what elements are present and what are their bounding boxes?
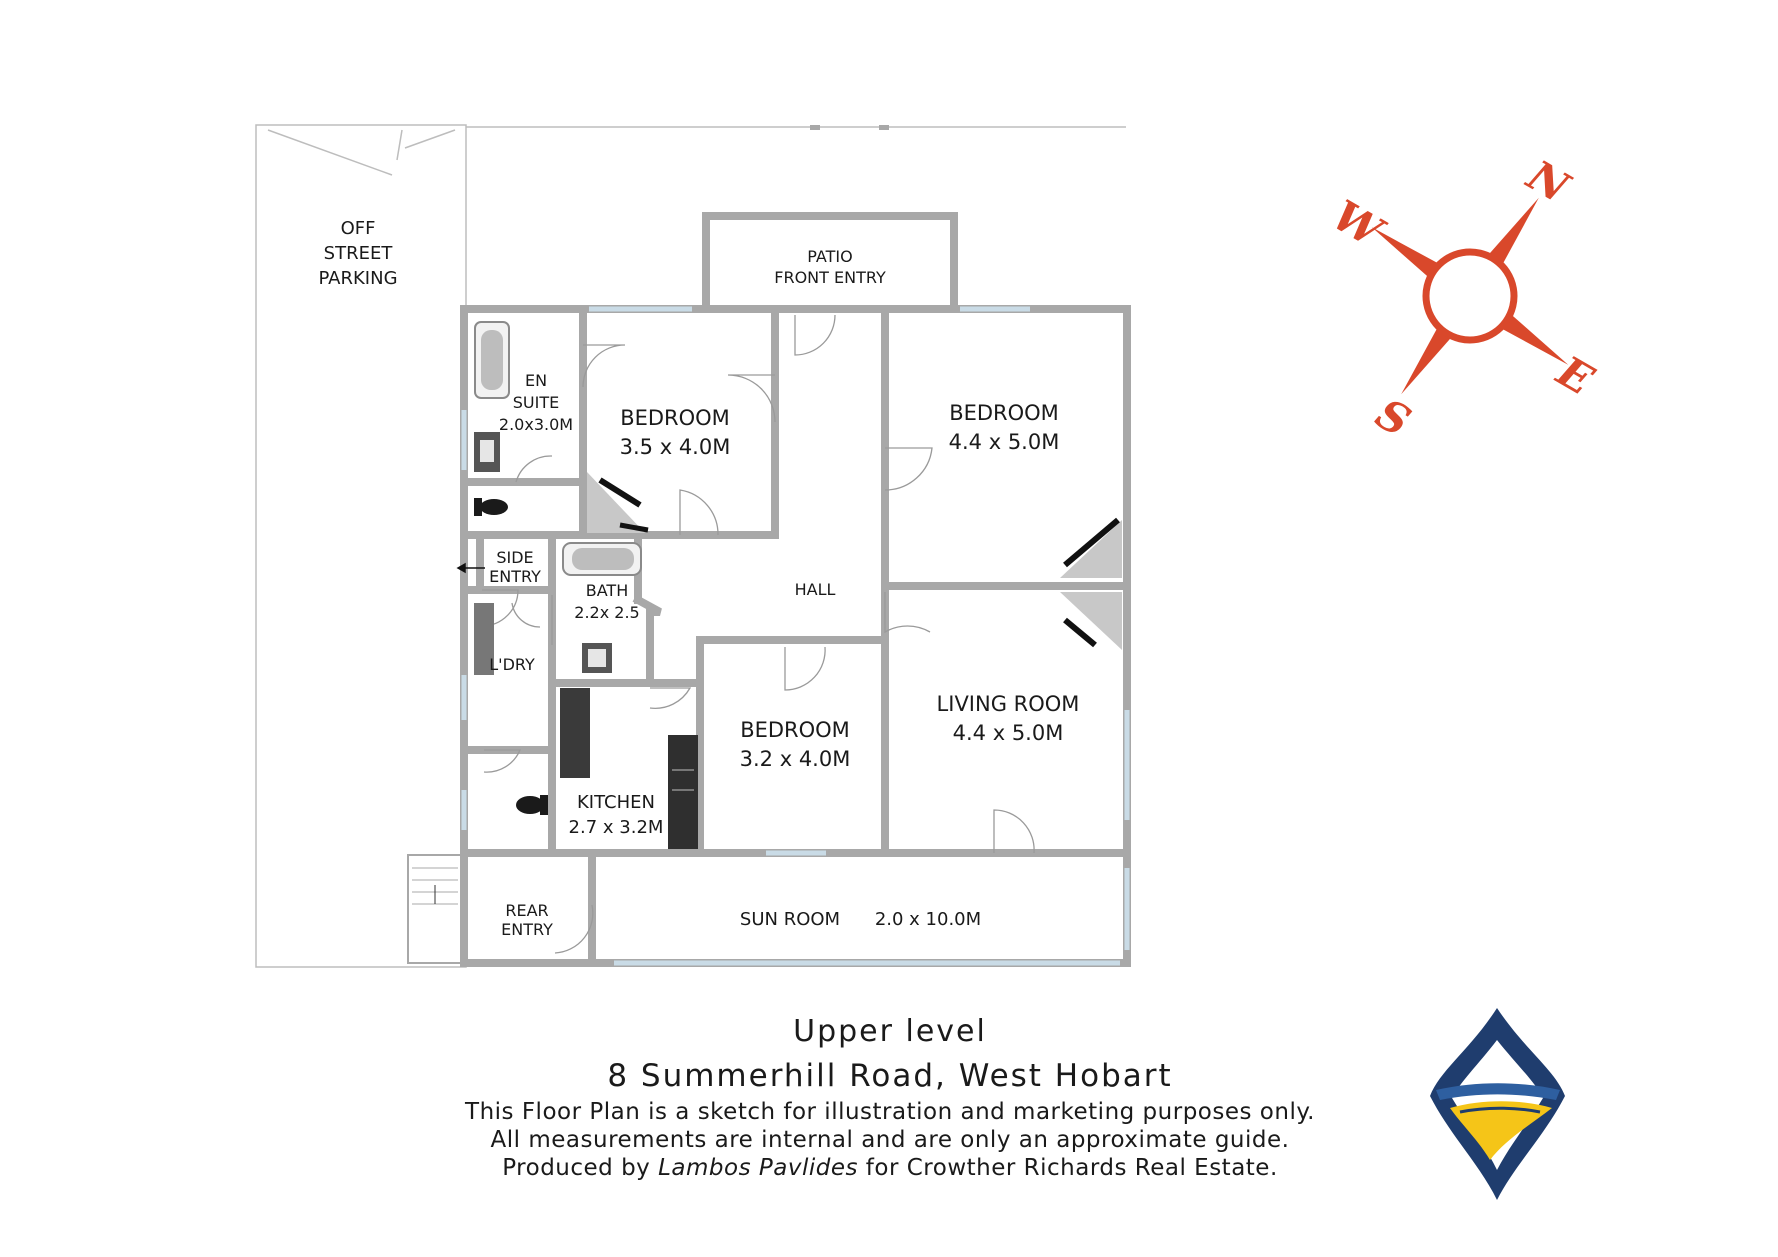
compass-south: S xyxy=(1368,389,1419,447)
address: 8 Summerhill Road, West Hobart xyxy=(607,1058,1173,1094)
label-ensuite-size: 2.0x3.0M xyxy=(499,415,573,434)
label-hall: HALL xyxy=(795,580,836,599)
fence-post xyxy=(879,125,889,130)
disclaimer-line-1: This Floor Plan is a sketch for illustra… xyxy=(465,1099,1315,1125)
label-kitchen-size: 2.7 x 3.2M xyxy=(569,817,664,838)
fence-post xyxy=(810,125,820,130)
label-side-entry: SIDE xyxy=(496,548,533,567)
label-bedroom-3-size: 3.2 x 4.0M xyxy=(740,747,851,771)
windows xyxy=(461,306,1130,966)
label-parking: OFF xyxy=(341,218,376,239)
level-title: Upper level xyxy=(793,1014,987,1049)
label-rear-entry: ENTRY xyxy=(501,920,553,939)
label-patio: PATIO xyxy=(807,247,852,266)
label-bath-size: 2.2x 2.5 xyxy=(574,603,639,622)
label-parking: PARKING xyxy=(318,268,397,289)
label-bedroom-1-size: 3.5 x 4.0M xyxy=(620,435,731,459)
producer-name: Lambos Pavlides xyxy=(658,1155,858,1181)
label-sun-room-size: 2.0 x 10.0M xyxy=(875,909,981,930)
produced-by: Produced by Lambos Pavlides for Crowther… xyxy=(350,1154,1430,1182)
label-laundry: L'DRY xyxy=(489,655,535,674)
footer: Upper level 8 Summerhill Road, West Hoba… xyxy=(350,1010,1430,1182)
label-bedroom-1: BEDROOM xyxy=(620,406,730,430)
label-patio: FRONT ENTRY xyxy=(774,268,886,287)
compass-north: N xyxy=(1518,150,1579,213)
label-living-room: LIVING ROOM xyxy=(937,692,1080,716)
label-living-room-size: 4.4 x 5.0M xyxy=(953,721,1064,745)
brand-logo xyxy=(1430,1008,1565,1200)
label-rear-entry: REAR xyxy=(505,901,548,920)
rear-stairs xyxy=(407,854,463,964)
fixtures xyxy=(474,321,1122,849)
label-bedroom-3: BEDROOM xyxy=(740,718,850,742)
produced-suffix: for Crowther Richards Real Estate. xyxy=(857,1155,1278,1181)
label-ensuite: EN xyxy=(525,371,547,390)
compass-west: W xyxy=(1325,191,1394,259)
label-kitchen: KITCHEN xyxy=(577,792,655,813)
label-bedroom-2: BEDROOM xyxy=(949,401,1059,425)
label-parking: STREET xyxy=(324,243,394,264)
label-ensuite: SUITE xyxy=(513,393,559,412)
side-entry-arrow xyxy=(456,562,485,574)
disclaimer-line-2: All measurements are internal and are on… xyxy=(490,1127,1290,1153)
compass-rose-icon xyxy=(1371,197,1569,395)
doors xyxy=(481,314,1035,954)
label-bedroom-2-size: 4.4 x 5.0M xyxy=(949,430,1060,454)
compass: N E S W xyxy=(1325,150,1603,447)
label-sun-room: SUN ROOM xyxy=(740,909,840,930)
produced-prefix: Produced by xyxy=(502,1155,659,1181)
label-side-entry: ENTRY xyxy=(489,567,541,586)
label-bath: BATH xyxy=(586,581,628,600)
